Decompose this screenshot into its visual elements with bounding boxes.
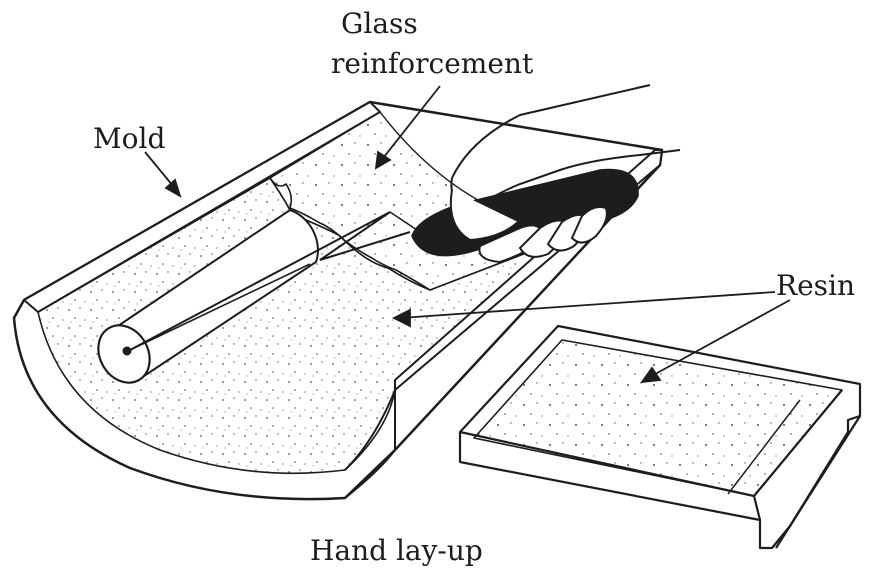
glass-reinforcement-label-line2: reinforcement xyxy=(331,50,533,78)
figure-caption: Hand lay-up xyxy=(310,537,483,565)
glass-reinforcement-label-line1: Glass xyxy=(341,10,418,38)
mold-label: Mold xyxy=(93,125,165,153)
resin-tray xyxy=(460,326,860,548)
roller-axle xyxy=(123,347,131,355)
resin-label: Resin xyxy=(776,272,855,300)
mold-arrowhead xyxy=(166,180,180,196)
